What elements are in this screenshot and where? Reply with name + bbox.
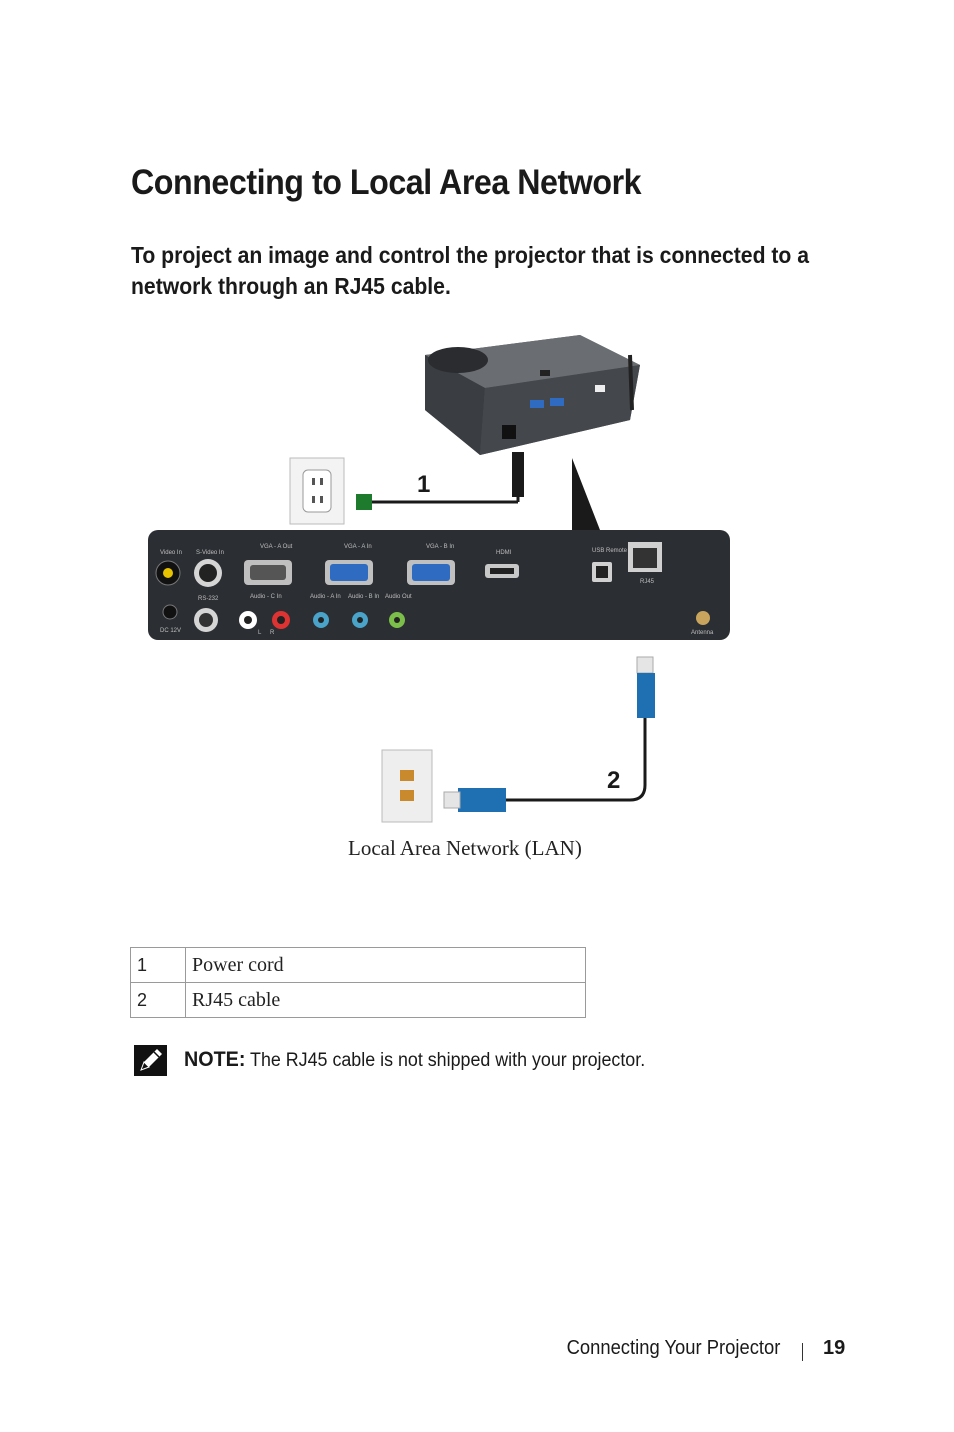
label-hdmi: HDMI [496,550,512,556]
label-vga-a-out: VGA - A Out [260,544,293,550]
table-row: 1 Power cord [130,947,586,983]
note-text: NOTE: The RJ45 cable is not shipped with… [184,1048,645,1072]
note-body: The RJ45 cable is not shipped with your … [245,1050,646,1071]
footer-section-title: Connecting Your Projector [566,1337,780,1359]
label-audio-b-in: Audio - B In [348,594,379,600]
label-audio-a-in: Audio - A In [310,594,341,600]
label-video-in: Video In [160,550,182,556]
note-label: NOTE: [184,1048,246,1071]
page-title: Connecting to Local Area Network [131,163,642,202]
label-left: L [258,630,262,636]
label-audio-out: Audio Out [385,594,412,600]
label-s-video-in: S-Video In [196,550,224,556]
legend-label: RJ45 cable [185,982,586,1018]
lan-wall-plate [381,749,433,823]
label-audio-c-in: Audio - C In [250,594,282,600]
page-number: 19 [823,1337,846,1359]
pencil-note-icon [134,1045,167,1076]
table-row: 2 RJ45 cable [130,982,586,1018]
callout-1: 1 [417,471,430,498]
label-usb-remote: USB Remote [592,548,628,554]
label-vga-b-in: VGA - B In [426,544,454,550]
callout-2: 2 [607,767,620,794]
rj45-cable [443,656,655,812]
zoom-indicator [572,458,600,530]
note-block: NOTE: The RJ45 cable is not shipped with… [131,1043,851,1079]
label-vga-a-in: VGA - A In [344,544,372,550]
legend-label: Power cord [185,947,586,983]
intro-text: To project an image and control the proj… [131,242,809,299]
label-rj45: RJ45 [640,579,655,585]
power-outlet [289,457,345,525]
label-antenna: Antenna [691,630,714,636]
legend-number: 2 [130,982,186,1018]
power-cord [356,452,524,510]
connection-diagram: Video In S-Video In VGA - A Out VGA - A … [148,335,730,823]
legend-table: 1 Power cord 2 RJ45 cable [130,947,586,1018]
figure-caption: Local Area Network (LAN) [348,836,582,860]
footer-divider [802,1343,803,1361]
rear-panel: Video In S-Video In VGA - A Out VGA - A … [148,530,730,640]
label-right: R [270,630,275,636]
label-rs232: RS-232 [198,596,219,602]
projector-illustration [425,335,640,455]
legend-number: 1 [130,947,186,983]
label-dc-12v: DC 12V [160,628,181,634]
